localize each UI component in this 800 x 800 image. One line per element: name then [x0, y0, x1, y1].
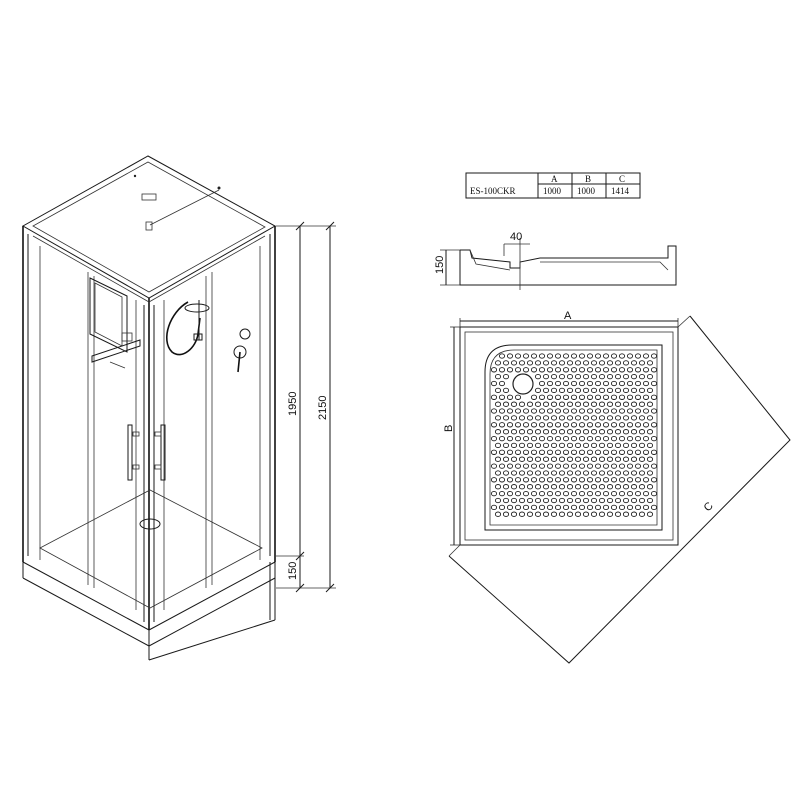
spec-header-b: B [585, 174, 591, 184]
tray-anti-slip-pattern [490, 353, 658, 517]
spec-model: ES-100CKR [470, 186, 516, 196]
tray-width-label: A [564, 310, 572, 322]
total-height-label: 2150 [317, 396, 329, 420]
glass-height-label: 1950 [287, 392, 299, 416]
spec-value-c: 1414 [611, 186, 630, 196]
tray-profile-height-label: 150 [434, 256, 446, 274]
tray-diagonal-label: C [702, 500, 716, 514]
spec-value-a: 1000 [543, 186, 562, 196]
spec-value-b: 1000 [577, 186, 596, 196]
tray-lip-label: 40 [510, 231, 522, 243]
drain-hole [512, 373, 534, 395]
tray-depth-label: B [443, 425, 455, 432]
tray-plan: A B C [443, 310, 791, 664]
spec-header-c: C [619, 174, 625, 184]
tray-height-label: 150 [287, 562, 299, 580]
tray-profile: 150 40 [434, 231, 677, 290]
spec-table: A B C ES-100CKR 1000 1000 1414 [465, 172, 641, 199]
spec-header-a: A [551, 174, 558, 184]
shower-cabin-isometric [21, 155, 277, 661]
cabin-dimensions: 1950 150 2150 [276, 221, 336, 593]
